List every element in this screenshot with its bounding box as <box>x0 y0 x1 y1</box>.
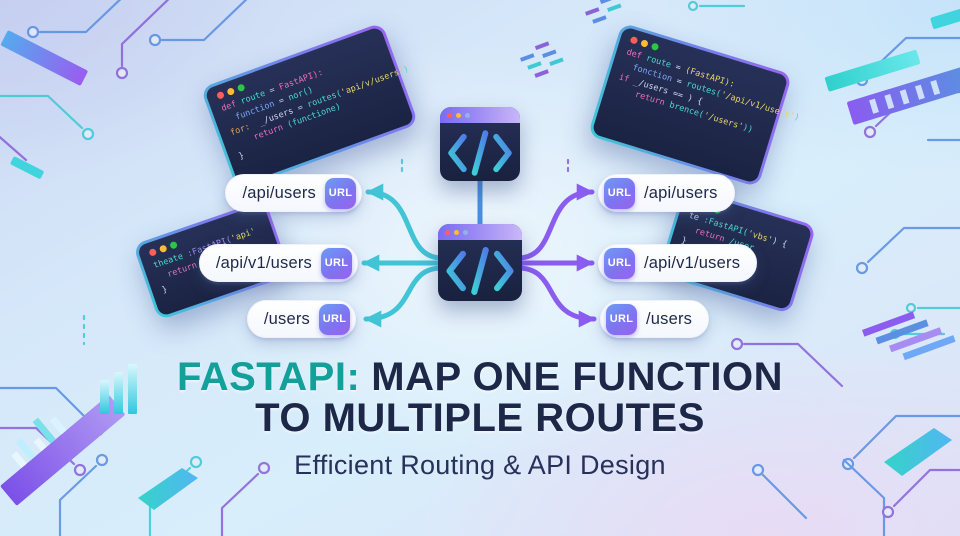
maximize-dot-icon <box>169 240 179 250</box>
close-dot-icon <box>148 247 158 257</box>
route-path: /users <box>646 309 693 328</box>
minimize-dot-icon <box>456 112 461 118</box>
close-dot-icon <box>447 112 452 118</box>
code-window-icon-top <box>440 107 520 181</box>
maximize-dot-icon <box>465 112 470 118</box>
route-path: /users <box>263 309 310 328</box>
minimize-dot-icon <box>226 87 236 97</box>
maximize-dot-icon <box>463 229 468 235</box>
page-title-line1: FASTAPI:MAP ONE FUNCTION <box>0 357 960 398</box>
url-badge: URL <box>606 303 637 335</box>
url-badge: URL <box>321 247 352 279</box>
route-pill-api-users-right: URL /api/users <box>598 174 735 212</box>
route-path: /api/v1/users <box>215 253 312 272</box>
page-subtitle: Efficient Routing & API Design <box>294 449 666 480</box>
url-badge: URL <box>604 177 635 209</box>
url-badge: URL <box>325 177 356 209</box>
minimize-dot-icon <box>640 39 649 48</box>
title-block: FASTAPI:MAP ONE FUNCTION TO MULTIPLE ROU… <box>0 357 960 481</box>
minimize-dot-icon <box>454 229 459 235</box>
icon-titlebar <box>438 224 522 240</box>
route-path: /api/v1/users <box>644 253 741 272</box>
route-pill-api-users-left: /api/users URL <box>225 174 362 212</box>
url-badge: URL <box>319 303 350 335</box>
code-brackets-icon <box>446 247 514 295</box>
icon-titlebar <box>440 107 520 123</box>
url-badge: URL <box>604 247 635 279</box>
close-dot-icon <box>215 90 225 100</box>
route-pill-api-v1-users-right: URL /api/v1/users <box>598 244 758 282</box>
close-dot-icon <box>445 229 450 235</box>
page-title-line2: TO MULTIPLE ROUTES <box>255 395 705 440</box>
close-dot-icon <box>629 35 639 45</box>
maximize-dot-icon <box>236 83 246 93</box>
minimize-dot-icon <box>158 244 168 254</box>
code-brackets-icon <box>448 130 512 176</box>
route-pill-users-left: /users URL <box>246 300 356 338</box>
route-path: /api/users <box>242 183 316 202</box>
route-path: /api/users <box>644 183 718 202</box>
maximize-dot-icon <box>650 42 660 52</box>
route-pill-users-right: URL /users <box>600 300 710 338</box>
title-highlight: FASTAPI: <box>177 355 361 399</box>
code-window-icon-center <box>438 224 522 301</box>
title-rest: MAP ONE FUNCTION <box>371 355 783 399</box>
route-pill-api-v1-users-left: /api/v1/users URL <box>198 244 358 282</box>
